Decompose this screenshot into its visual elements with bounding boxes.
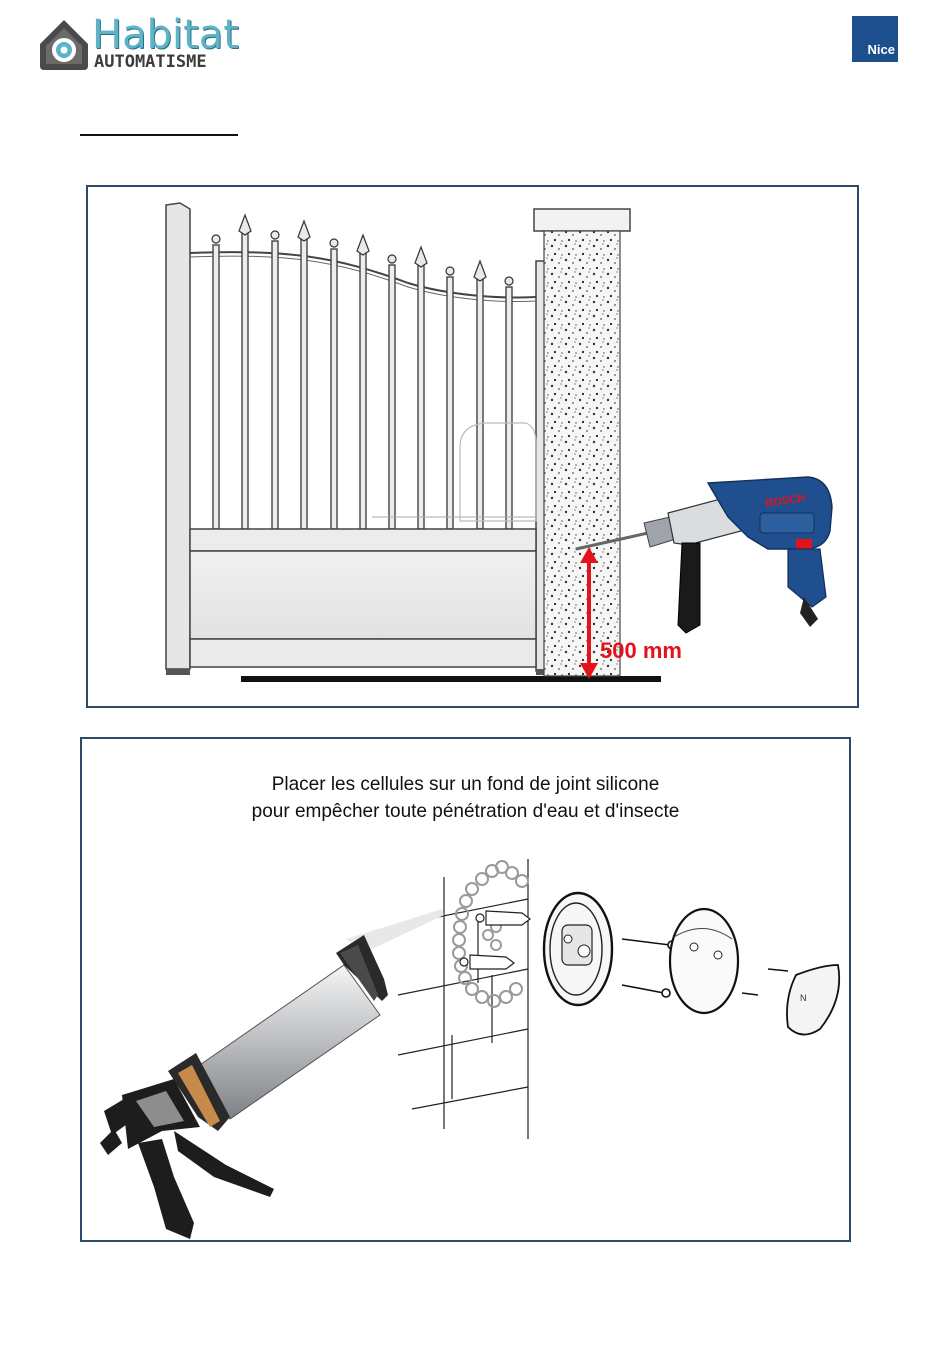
gate (166, 203, 560, 675)
concrete-pillar (534, 209, 630, 676)
svg-text:N: N (800, 993, 807, 1003)
section-underline (80, 134, 238, 136)
house-logo-icon (36, 14, 96, 76)
figure-photocell-sealing: Placer les cellules sur un fond de joint… (80, 737, 851, 1242)
photocell-lens-cover: N (787, 965, 839, 1035)
nice-brand-badge: Nice (852, 16, 898, 62)
figure-gate-drilling: BOSCH 500 mm (86, 185, 859, 708)
photocell-body (670, 909, 738, 1013)
logo-word-automatisme: AUTOMATISME (94, 52, 207, 72)
silicone-bead (453, 861, 528, 1007)
habitat-automatisme-logo: Habitat AUTOMATISME (36, 14, 246, 76)
measurement-label: 500 mm (600, 638, 682, 664)
nice-brand-label: Nice (868, 42, 895, 57)
brick-wall (398, 859, 528, 1139)
gate-drilling-illustration: BOSCH (88, 187, 857, 706)
photocell-assembly-illustration: N (82, 739, 849, 1240)
caulking-gun-icon (100, 909, 444, 1239)
photocell-base (544, 893, 612, 1005)
ground-line (241, 676, 661, 682)
